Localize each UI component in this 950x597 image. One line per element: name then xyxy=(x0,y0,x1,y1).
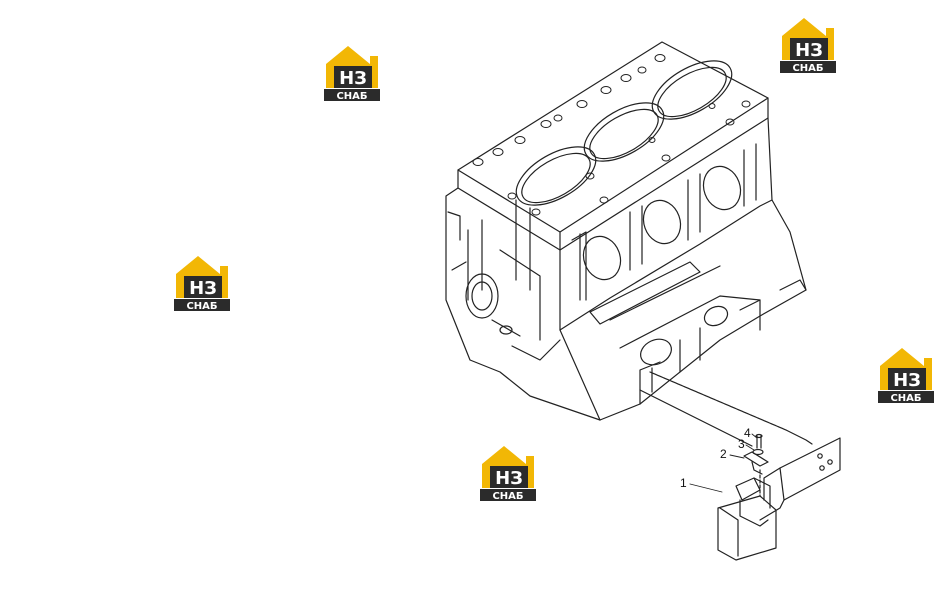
watermark-logo: НЗ СНАБ xyxy=(322,44,382,102)
logo-subtitle: СНАБ xyxy=(792,63,823,74)
cylinder-bore xyxy=(651,60,733,120)
logo-mark: НЗ СНАБ xyxy=(480,446,536,502)
logo-letters: НЗ xyxy=(339,68,367,89)
watermark-logo: НЗ СНАБ xyxy=(172,254,232,312)
callout-2: 2 xyxy=(720,447,727,461)
cylinder-bore xyxy=(583,102,665,162)
crankshaft-bore xyxy=(640,338,672,366)
logo-subtitle: СНАБ xyxy=(186,301,217,312)
logo-mark: НЗ СНАБ xyxy=(780,18,836,74)
callout-1: 1 xyxy=(680,476,687,490)
mounting-bracket xyxy=(759,429,841,521)
logo-letters: НЗ xyxy=(795,40,823,61)
logo-subtitle: СНАБ xyxy=(336,91,367,102)
logo-mark: НЗ СНАБ xyxy=(174,256,230,312)
watermark-logo: НЗ СНАБ xyxy=(478,444,538,502)
logo-mark: НЗ СНАБ xyxy=(878,348,934,404)
callout-4: 4 xyxy=(744,426,751,440)
leader-lines xyxy=(689,433,758,493)
cylinder-bore xyxy=(515,146,597,206)
logo-letters: НЗ xyxy=(495,468,523,489)
part-2-clip xyxy=(743,451,769,475)
part-3-washer xyxy=(752,448,764,456)
logo-subtitle: СНАБ xyxy=(890,393,921,404)
watermark-logo: НЗ СНАБ xyxy=(778,16,838,74)
part-1-guard xyxy=(717,477,777,561)
logo-subtitle: СНАБ xyxy=(492,491,523,502)
watermark-logo: НЗ СНАБ xyxy=(876,346,936,404)
logo-mark: НЗ СНАБ xyxy=(324,46,380,102)
part-4-bolt xyxy=(755,433,763,449)
cylinder-block xyxy=(445,41,807,447)
logo-letters: НЗ xyxy=(893,370,921,391)
callout-3: 3 xyxy=(738,437,745,451)
logo-letters: НЗ xyxy=(189,278,217,299)
